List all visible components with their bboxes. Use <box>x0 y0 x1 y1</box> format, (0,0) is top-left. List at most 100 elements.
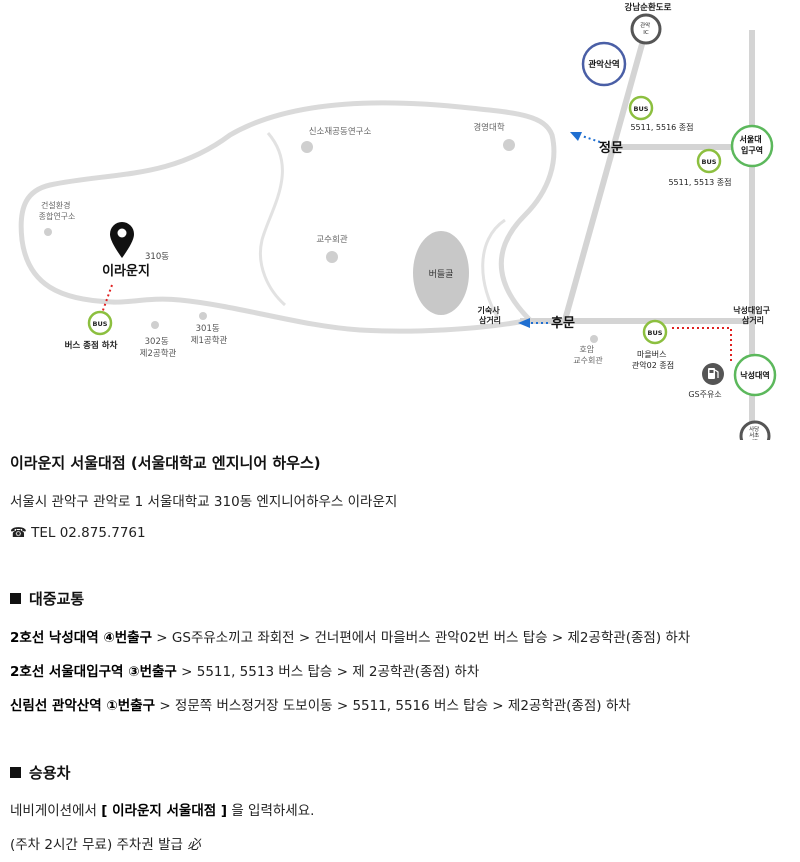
ic-sadang-line-1: 사당 <box>749 425 759 433</box>
nav-open-bracket: [ <box>101 803 113 819</box>
gisuksa-line-1: 기숙사 <box>478 305 501 315</box>
square-bullet-icon <box>10 767 21 778</box>
label-bus-end-drop: 버스 종점 하차 <box>65 340 118 351</box>
nav-close-bracket: ] <box>216 803 228 819</box>
label-bus-village: 마을버스 관악02 종점 <box>632 349 674 370</box>
pond-label: 버들골 <box>429 269 454 280</box>
bldg-302-line-1: 302동 <box>145 337 169 347</box>
bus-stop-village-label: BUS <box>648 329 663 337</box>
bus-stop-5513-label: BUS <box>702 158 717 166</box>
nav-prefix: 네비게이션에서 <box>10 803 102 819</box>
parking-mark: 必 <box>187 837 201 853</box>
label-research-center: 신소재공동연구소 <box>309 127 372 137</box>
bldg-302-line-2: 제2공학관 <box>140 348 177 359</box>
station-seouldae-label: 서울대 입구역 <box>740 134 765 155</box>
ic-gwanak <box>630 13 662 45</box>
walk-path-campus <box>101 284 113 314</box>
route-3-station: 신림선 관악산역 ①번출구 <box>10 698 156 714</box>
label-gs-station: GS주유소 <box>688 390 721 399</box>
transit-heading: 대중교통 <box>10 588 84 609</box>
square-bullet-icon <box>10 593 21 604</box>
main-gate-arrowhead-icon <box>570 132 582 141</box>
bus-stop-village <box>642 319 668 345</box>
page-title: 이라운지 서울대점 (서울대학교 엔지니어 하우스) <box>10 454 321 472</box>
dot-hoam <box>590 335 598 343</box>
road-gangnam-ring <box>562 29 649 321</box>
car-heading: 승용차 <box>10 762 70 783</box>
gas-pump-icon <box>708 368 719 379</box>
bus-stop-campus-end-label: BUS <box>93 320 108 328</box>
label-gangnam-ring: 강남순환도로 <box>625 2 672 13</box>
ic-gwanak-line-1: 관악 <box>640 21 650 29</box>
bus-stop-campus-end <box>87 310 113 336</box>
route-1-path: > GS주유소끼고 좌회전 > 건너편에서 마을버스 관악02번 버스 탑승 >… <box>152 630 691 646</box>
label-faculty-hall: 교수회관 <box>316 234 347 245</box>
ic-sadang <box>739 420 771 440</box>
station-gwanaksan-label: 관악산역 <box>588 59 619 70</box>
dot-bldg-301 <box>199 312 207 320</box>
telephone-number[interactable]: TEL 02.875.7761 <box>31 525 146 541</box>
dot-faculty-hall <box>326 251 338 263</box>
label-back-gate: 후문 <box>551 315 575 331</box>
campus-map: 버들골 신소재공동연구소 경영대학 교수회관 건설환경 종합연구소 302동 제… <box>18 2 777 440</box>
address: 서울시 관악구 관악로 1 서울대학교 310동 엔지니어하우스 이라운지 <box>10 494 398 510</box>
dot-bldg-302 <box>151 321 159 329</box>
car-heading-text: 승용차 <box>29 764 71 782</box>
parking-text: (주차 2시간 무료) 주차권 발급 <box>10 837 188 853</box>
ic-gwanak-label: 관악 IC <box>640 21 652 36</box>
label-bldg-310: 310동 <box>145 252 169 262</box>
bus-village-line-2: 관악02 종점 <box>632 360 674 370</box>
label-business-school: 경영대학 <box>473 122 504 133</box>
nav-suffix: 을 입력하세요. <box>227 803 315 819</box>
label-main-gate: 정문 <box>599 140 623 156</box>
route-3-path: > 정문쪽 버스정거장 도보이동 > 5511, 5516 버스 탑승 > 제2… <box>155 698 631 714</box>
bus-village-line-1: 마을버스 <box>637 349 666 359</box>
nakseong-junction-line-2: 삼거리 <box>742 315 764 325</box>
bldg-301-line-1: 301동 <box>196 324 220 334</box>
route-2-path: > 5511, 5513 버스 탑승 > 제 2공학관(종점) 하차 <box>176 664 480 680</box>
phone-icon: ☎ <box>10 525 27 541</box>
label-bus-5511-5516: 5511, 5516 종점 <box>630 122 693 132</box>
dot-construction-center <box>44 228 52 236</box>
telephone: ☎ TEL 02.875.7761 <box>10 525 146 541</box>
station-seouldae <box>730 124 774 168</box>
transit-route-3: 신림선 관악산역 ①번출구 > 정문쪽 버스정거장 도보이동 > 5511, 5… <box>10 694 631 714</box>
bus-stop-5516-label: BUS <box>634 105 649 113</box>
hoam-line-2: 교수회관 <box>573 355 603 365</box>
label-construction-center: 건설환경 종합연구소 <box>39 200 76 221</box>
station-seouldae-line-2: 입구역 <box>741 145 763 155</box>
ic-sadang-line-3: IC <box>752 439 758 440</box>
label-place-name: 이라운지 <box>102 263 150 279</box>
route-1-station: 2호선 낙성대역 ④번출구 <box>10 630 153 646</box>
bus-stop-5516 <box>628 95 654 121</box>
nav-target: 이라운지 서울대점 <box>112 803 217 819</box>
bus-stop-5513 <box>696 148 722 174</box>
transit-route-2: 2호선 서울대입구역 ③번출구 > 5511, 5513 버스 탑승 > 제 2… <box>10 660 479 680</box>
main-gate-arrow-icon <box>581 135 601 143</box>
campus-inner-road-2 <box>481 218 506 319</box>
label-bldg-301: 301동 제1공학관 <box>191 324 228 346</box>
parking-info: (주차 2시간 무료) 주차권 발급 必 <box>10 833 201 853</box>
ic-sadang-label: 사당 서초 IC <box>749 425 761 440</box>
transit-route-1: 2호선 낙성대역 ④번출구 > GS주유소끼고 좌회전 > 건너편에서 마을버스… <box>10 626 690 646</box>
dot-research-center <box>301 141 313 153</box>
station-seouldae-line-1: 서울대 <box>740 134 762 144</box>
back-gate-arrowhead-icon <box>518 318 530 328</box>
transit-heading-text: 대중교통 <box>29 590 85 608</box>
gisuksa-line-2: 삼거리 <box>479 315 501 325</box>
label-gisuksa: 기숙사 삼거리 <box>478 305 503 325</box>
campus-outline <box>18 100 557 334</box>
construction-line-2: 종합연구소 <box>39 212 76 221</box>
station-nakseongdae <box>733 353 777 397</box>
label-bus-5511-5513: 5511, 5513 종점 <box>668 177 731 187</box>
label-bldg-302: 302동 제2공학관 <box>140 337 177 359</box>
route-2-station: 2호선 서울대입구역 ③번출구 <box>10 664 177 680</box>
station-gwanaksan <box>581 41 627 87</box>
label-nakseong-junction: 낙성대입구 삼거리 <box>733 305 773 325</box>
walk-path-nakseongdae <box>672 327 732 362</box>
nakseong-junction-line-1: 낙성대입구 <box>733 305 770 315</box>
ic-sadang-line-2: 서초 <box>749 431 759 439</box>
pond-beodeulgol <box>413 231 469 315</box>
label-hoam: 호암 교수회관 <box>573 344 603 365</box>
station-nakseongdae-label: 낙성대역 <box>740 370 769 380</box>
